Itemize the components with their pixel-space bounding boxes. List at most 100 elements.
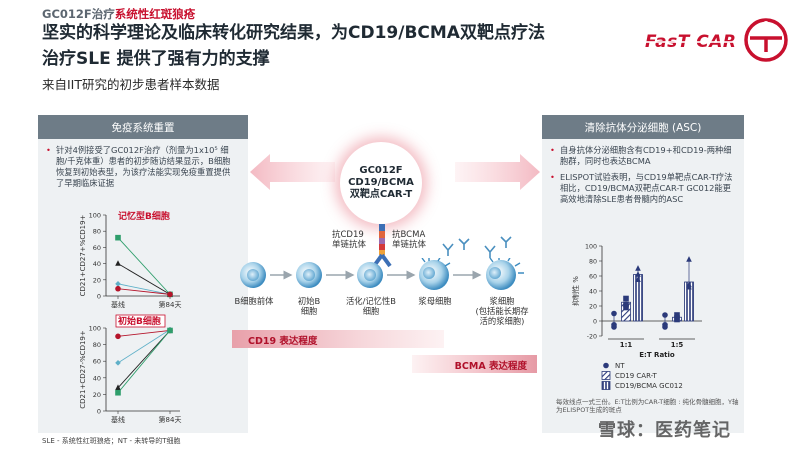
- legend-label: CD19 CAR-T: [615, 372, 658, 380]
- series-line: [117, 283, 171, 295]
- data-point-circle: [603, 362, 609, 369]
- memory-b-cell-icon: [357, 262, 383, 288]
- y-tick-label: 40: [93, 374, 101, 382]
- series-line: [117, 288, 171, 295]
- data-point-circle: [115, 333, 121, 340]
- stage-label-plasmablast: 浆母细胞: [418, 296, 452, 306]
- fastcar-logo: FasT CAR: [643, 32, 738, 52]
- legend-swatch: [601, 371, 611, 380]
- antibody-icon: [500, 236, 512, 248]
- immune-reset-panel: 免疫系统重置 针对4例接受了GC012F治疗（剂量为1x10⁵ 细胞/千克体重）…: [38, 115, 248, 433]
- asc-clearance-panel: 清除抗体分泌细胞 (ASC) 自身抗体分泌细胞含有CD19+和CD19-两种细胞…: [542, 115, 744, 433]
- y-tick-label: 60: [589, 274, 597, 281]
- data-point-square: [115, 389, 121, 396]
- data-point-triangle: [115, 260, 121, 266]
- anti-cd19-scfv-label: 抗CD19 单链抗体: [332, 230, 367, 250]
- cd19-expression-bar: CD19 表达程度: [232, 330, 444, 348]
- antibody-icon: [442, 243, 454, 256]
- data-point-diamond: [115, 360, 121, 366]
- x-tick-label: 1:1: [620, 341, 633, 349]
- footnote-left: SLE - 系统性红斑狼疮；NT - 未转导的T细胞: [42, 437, 181, 445]
- company-logo-icon: [744, 18, 788, 62]
- series-line: [117, 330, 171, 389]
- stage-label-naive: 初始B 细胞: [297, 296, 321, 316]
- footnote-right: 每效线点一式三份。E:T比例为CAR-T细胞 : 纯化骨髓细胞，Y轴为ELISP…: [556, 398, 739, 414]
- naive-b-cell-chart: 020406080100基线第84天CD21+CD27-%CD19+初始B细胞: [79, 314, 182, 424]
- b-cell-progression: [240, 258, 524, 290]
- y-tick-label: 0: [593, 319, 597, 326]
- x-tick-label: 基线: [111, 300, 125, 309]
- chart-title-box: [115, 314, 166, 328]
- data-point-triangle: [635, 265, 641, 271]
- gc012f-line-3: 双靶点CAR-T: [349, 189, 413, 200]
- plasma-cell-icon: [486, 258, 524, 290]
- brand-subtitle: GC012F治疗系统性红斑狼疮: [42, 6, 195, 22]
- antibody-icons: [442, 236, 512, 258]
- y-tick-label: 80: [93, 341, 101, 349]
- y-axis-label: CD21+CD27+%CD19+: [79, 214, 87, 296]
- immune-reset-text: 针对4例接受了GC012F治疗（剂量为1x10⁵ 细胞/千克体重）患者的初步随访…: [46, 145, 238, 194]
- left-arrow-icon: [250, 154, 335, 190]
- data-point-triangle: [686, 256, 692, 262]
- memory-b-cell-chart: 020406080100基线第84天CD21+CD27+%CD19+记忆型B细胞: [79, 210, 182, 309]
- series-line: [117, 330, 171, 394]
- y-tick-label: 40: [93, 260, 101, 268]
- data-point-circle: [167, 291, 173, 298]
- watermark: 雪球：医药笔记: [598, 420, 731, 441]
- stage-label-memory: 活化/记忆性B 细胞: [346, 296, 396, 316]
- antibody-icon: [484, 245, 496, 258]
- asc-clearance-header: 清除抗体分泌细胞 (ASC): [542, 115, 744, 139]
- naive-b-cell-icon: [296, 262, 322, 288]
- y-tick-label: 20: [589, 304, 597, 311]
- series-line: [117, 330, 171, 337]
- cd19-expression-label: CD19 表达程度: [248, 336, 318, 347]
- y-tick-label: 20: [93, 391, 101, 399]
- y-tick-label: 0: [97, 293, 101, 301]
- x-tick-label: 1:5: [671, 341, 684, 349]
- anti-bcma-scfv-label: 抗BCMA 单链抗体: [392, 230, 427, 250]
- right-arrow-icon: [455, 154, 540, 190]
- y-tick-label: 100: [89, 325, 101, 333]
- asc-bullet-2: ELISPOT试验表明，与CD19单靶点CAR-T疗法相比，CD19/BCMA双…: [550, 172, 738, 205]
- x-tick-label: 第84天: [159, 300, 182, 309]
- y-tick-label: 100: [89, 212, 101, 220]
- chart-title: 初始B细胞: [118, 315, 161, 327]
- data-point-circle: [115, 285, 121, 292]
- title-line-2: 治疗SLE 提供了强有力的支撑: [42, 49, 270, 69]
- y-tick-label: 20: [93, 276, 101, 284]
- asc-bullet-1: 自身抗体分泌细胞含有CD19+和CD19-两种细胞群，同时也表达BCMA: [550, 145, 738, 167]
- y-tick-label: 0: [97, 408, 101, 416]
- x-tick-label: 基线: [111, 415, 125, 424]
- series-line: [117, 237, 171, 295]
- x-tick-label: 第84天: [159, 415, 182, 424]
- y-tick-label: 100: [585, 244, 597, 251]
- gc012f-line-2: CD19/BCMA: [348, 177, 414, 188]
- chart-title: 记忆型B细胞: [118, 210, 170, 222]
- gc012f-circle: GC012F CD19/BCMA 双靶点CAR-T: [340, 142, 422, 224]
- y-tick-label: 60: [93, 244, 101, 252]
- y-tick-label: 40: [589, 289, 597, 296]
- legend-label: CD19/BCMA GC012: [615, 382, 683, 390]
- legend-swatch: [601, 381, 611, 390]
- stage-label-plasma: 浆细胞 (包括能长期存 活的浆细胞): [475, 296, 529, 326]
- center-arrows: [250, 154, 540, 190]
- bcma-expression-label: BCMA 表达程度: [454, 361, 527, 372]
- immune-reset-header: 免疫系统重置: [38, 115, 248, 139]
- y-tick-label: -20: [587, 334, 597, 341]
- page-title: 坚实的科学理论及临床转化研究结果，为CD19/BCMA双靶点疗法 治疗SLE 提…: [42, 20, 545, 72]
- x-axis-label: E:T Ratio: [639, 351, 675, 359]
- precursor-b-cell-icon: [240, 262, 266, 288]
- data-point-square: [167, 327, 173, 334]
- legend-label: NT: [615, 362, 625, 370]
- asc-clearance-text: 自身抗体分泌细胞含有CD19+和CD19-两种细胞群，同时也表达BCMA ELI…: [550, 145, 738, 210]
- data-point-triangle: [115, 384, 121, 390]
- stage-label-precursor: B细胞前体: [234, 296, 274, 306]
- gc012f-line-1: GC012F: [359, 165, 403, 176]
- y-tick-label: 60: [93, 358, 101, 366]
- y-tick-label: 80: [589, 259, 597, 266]
- series-line: [117, 329, 171, 364]
- sub-heading: 来自IIT研究的初步患者样本数据: [42, 77, 220, 92]
- title-line-1: 坚实的科学理论及临床转化研究结果，为CD19/BCMA双靶点疗法: [42, 23, 545, 43]
- plasmablast-icon: [419, 258, 451, 290]
- series-line: [117, 263, 171, 295]
